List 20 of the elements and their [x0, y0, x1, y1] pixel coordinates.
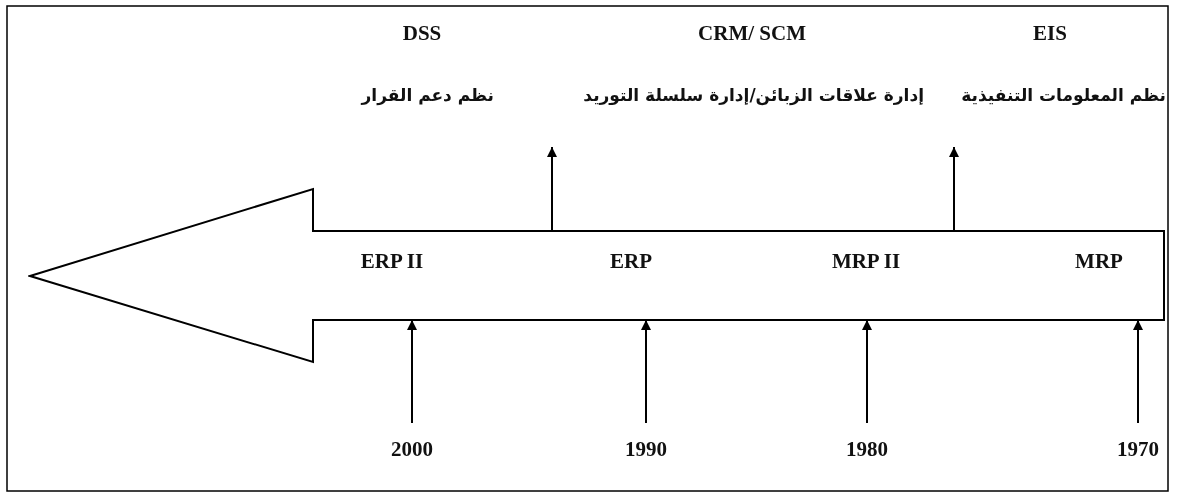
system-name-arabic: نظم المعلومات التنفيذية	[961, 84, 1166, 106]
year-label: 1990	[625, 437, 667, 461]
arrow	[547, 146, 557, 232]
system-name-arabic: نظم دعم القرار	[361, 84, 494, 106]
system-name-arabic: إدارة علاقات الزبائن/إدارة سلسلة التوريد	[583, 84, 924, 106]
arrow	[641, 319, 651, 424]
era-label: ERP II	[360, 249, 424, 273]
era-label: MRP	[1075, 249, 1123, 273]
arrow	[862, 319, 872, 424]
era-label: MRP II	[831, 249, 901, 273]
era-label: ERP	[610, 249, 652, 273]
arrow	[949, 146, 959, 232]
year-label: 1980	[846, 437, 888, 461]
year-label: 1970	[1117, 437, 1159, 461]
system-acronym: EIS	[1033, 21, 1067, 45]
arrow	[1133, 319, 1143, 424]
system-acronym: CRM/ SCM	[698, 21, 806, 45]
system-acronym: DSS	[402, 21, 442, 45]
year-label: 2000	[391, 437, 433, 461]
arrow	[407, 319, 417, 424]
